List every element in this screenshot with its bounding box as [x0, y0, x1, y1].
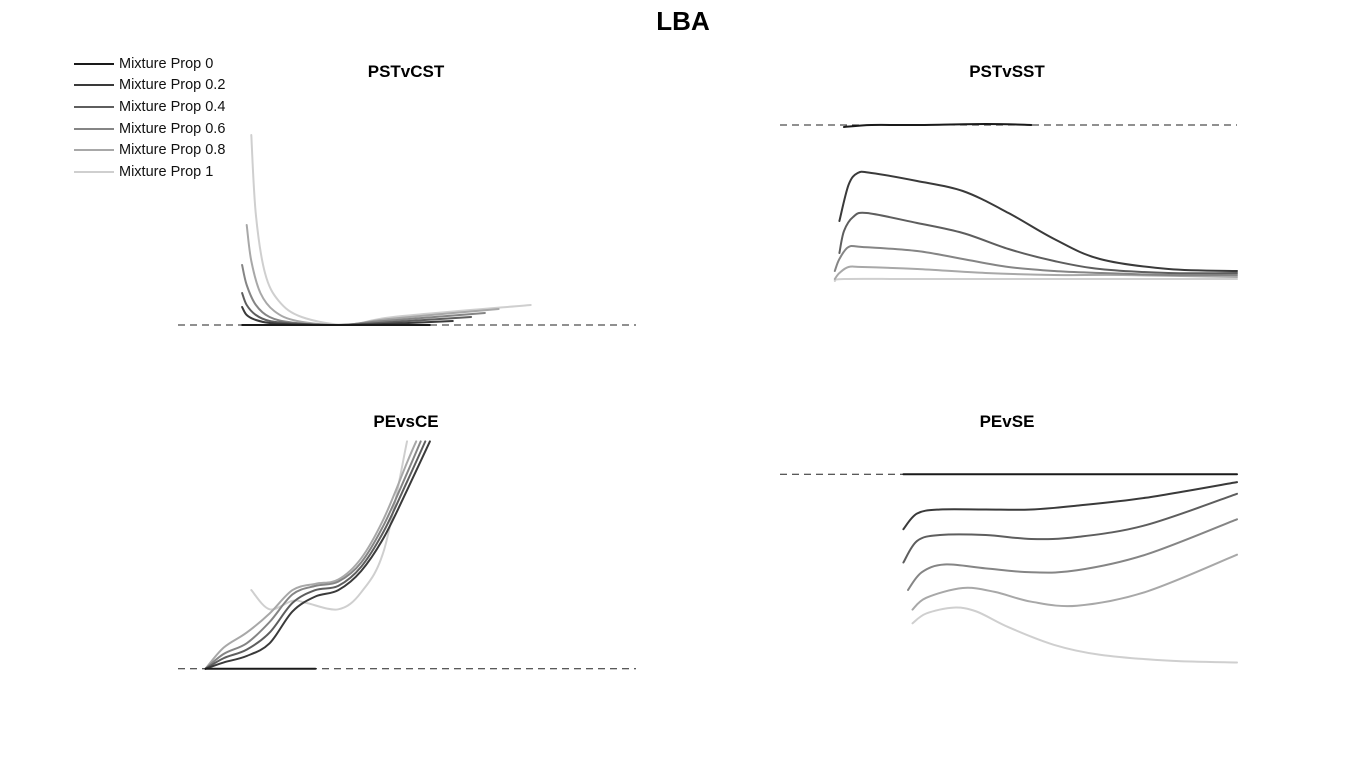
- panel-title-pevse: PEvSE: [979, 412, 1035, 431]
- series-line-2: [204, 440, 427, 670]
- legend-swatch: [74, 149, 114, 152]
- legend-label: Mixture Prop 0.6: [119, 120, 226, 137]
- legend-entry: Mixture Prop 0.8: [74, 139, 225, 161]
- legend-swatch: [74, 62, 114, 65]
- series-line-3: [907, 518, 1238, 591]
- legend-swatch: [74, 170, 114, 173]
- series-line-4: [833, 265, 1238, 280]
- legend-label: Mixture Prop 1: [119, 163, 214, 180]
- series-line-3: [833, 244, 1238, 277]
- panel-pevse: [780, 473, 1238, 664]
- series-line-3: [204, 440, 422, 670]
- series-line-4: [911, 553, 1238, 611]
- legend-entry: Mixture Prop 0: [74, 53, 225, 75]
- series-line-3: [241, 264, 486, 327]
- legend-label: Mixture Prop 0: [119, 55, 214, 72]
- series-line-4: [204, 440, 418, 670]
- series-line-2: [902, 492, 1238, 564]
- series-line-2: [838, 211, 1238, 275]
- series-line-5: [833, 277, 1238, 282]
- legend-entry: Mixture Prop 0.6: [74, 118, 225, 140]
- series-line-2: [241, 292, 473, 327]
- series-line-1: [902, 481, 1238, 531]
- series-line-1: [838, 170, 1238, 272]
- legend-label: Mixture Prop 0.8: [119, 142, 226, 159]
- panel-title-pevsce: PEvsCE: [373, 412, 439, 431]
- series-line-5: [911, 606, 1238, 664]
- panel-pevsce: [178, 440, 636, 670]
- panel-title-pstvcst: PSTvCST: [367, 62, 445, 81]
- figure-title: LBA: [656, 6, 710, 36]
- panel-pstvcst: [178, 134, 636, 327]
- legend-label: Mixture Prop 0.4: [119, 98, 226, 115]
- legend-swatch: [74, 127, 114, 130]
- series-line-4: [245, 224, 500, 327]
- legend-entry: Mixture Prop 0.2: [74, 75, 225, 97]
- panel-pstvsst: [780, 122, 1238, 282]
- series-line-1: [204, 440, 431, 670]
- legend-label: Mixture Prop 0.2: [119, 77, 226, 94]
- legend-swatch: [74, 84, 114, 87]
- legend-swatch: [74, 105, 114, 108]
- legend-entry: Mixture Prop 0.4: [74, 96, 225, 118]
- panel-title-pstvsst: PSTvSST: [969, 62, 1045, 81]
- legend-entry: Mixture Prop 1: [74, 161, 225, 183]
- series-line-0: [843, 122, 1033, 128]
- series-line-5: [250, 134, 532, 327]
